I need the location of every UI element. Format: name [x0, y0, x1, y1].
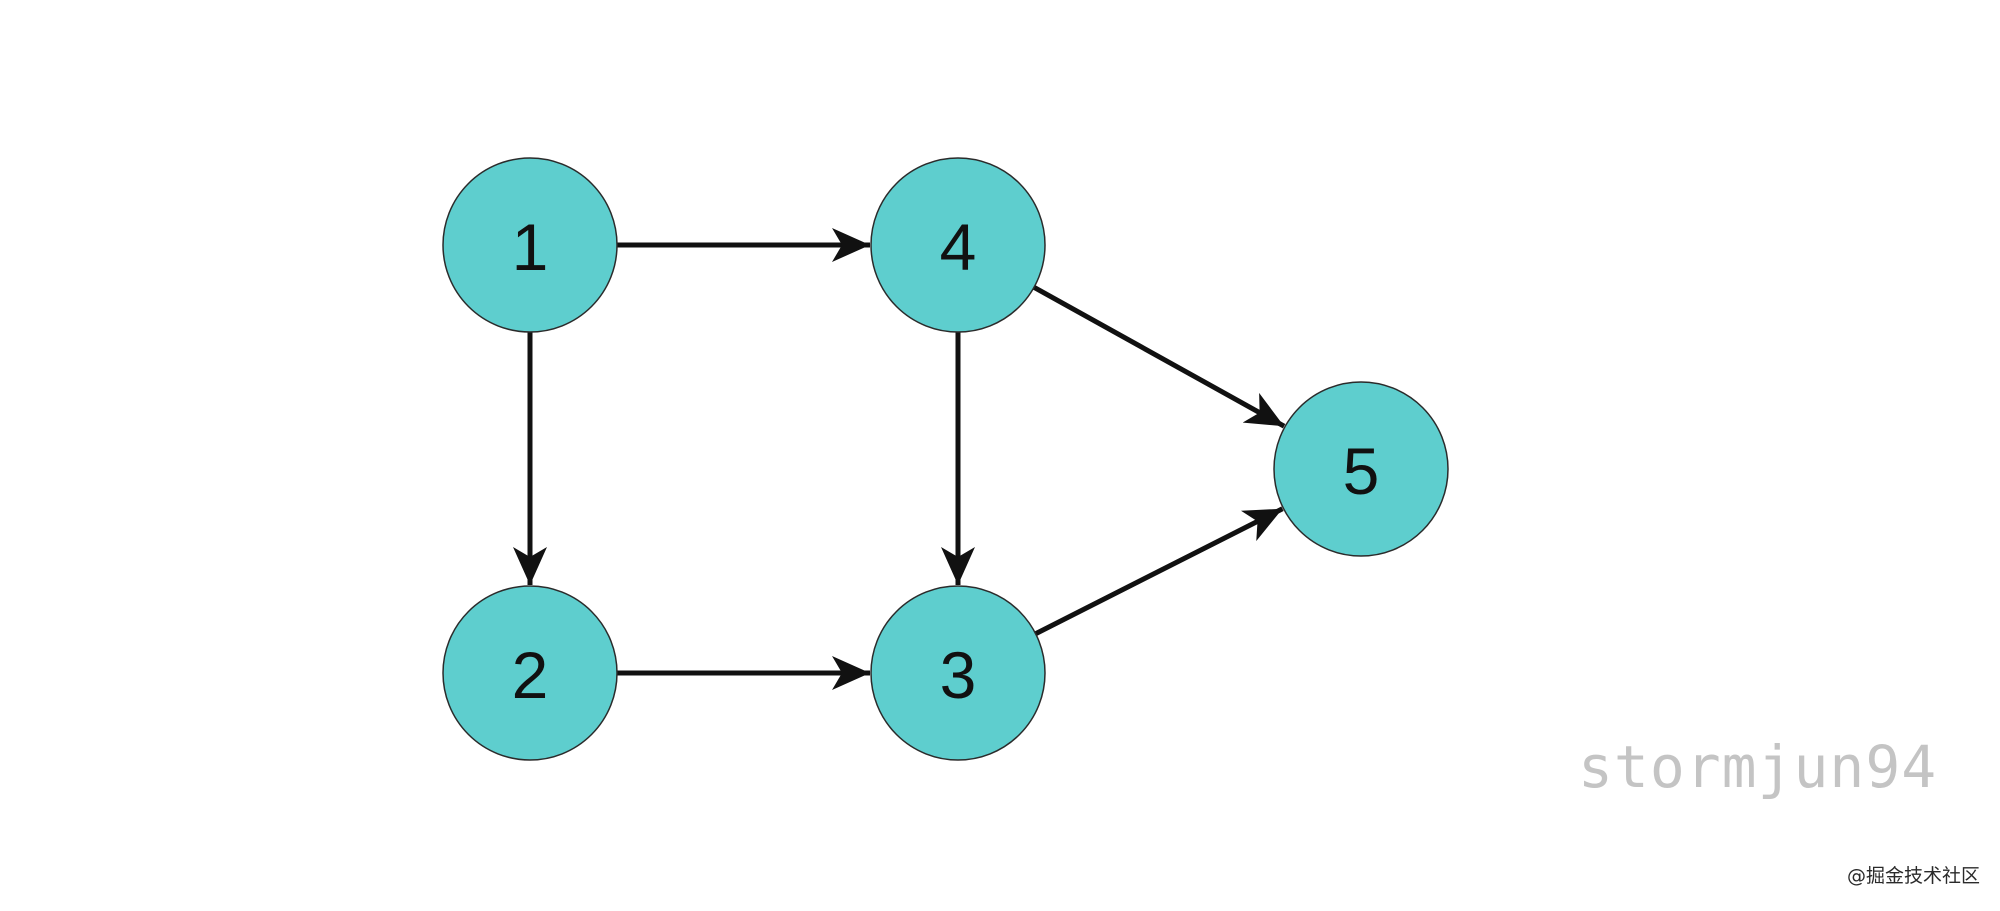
node-1: 1	[442, 157, 618, 333]
node-4: 4	[870, 157, 1046, 333]
node-5: 5	[1273, 381, 1449, 557]
node-3-label: 3	[940, 638, 977, 712]
node-3: 3	[870, 585, 1046, 761]
node-2: 2	[442, 585, 618, 761]
node-2-label: 2	[512, 638, 549, 712]
source-watermark: @掘金技术社区	[1846, 865, 1980, 887]
edge-4-to-5	[1032, 285, 1286, 429]
node-2-circle	[442, 585, 618, 761]
node-1-circle	[442, 157, 618, 333]
node-3-circle	[870, 585, 1046, 761]
nodes-layer: 1 4 2 3 5	[442, 157, 1449, 761]
author-watermark: stormjun94	[1578, 733, 1938, 801]
edges-layer	[513, 228, 1286, 690]
node-5-label: 5	[1343, 434, 1380, 508]
node-4-label: 4	[940, 210, 977, 284]
node-4-circle	[870, 157, 1046, 333]
node-1-label: 1	[512, 210, 549, 284]
edge-3-to-5	[1034, 506, 1284, 636]
node-5-circle	[1273, 381, 1449, 557]
